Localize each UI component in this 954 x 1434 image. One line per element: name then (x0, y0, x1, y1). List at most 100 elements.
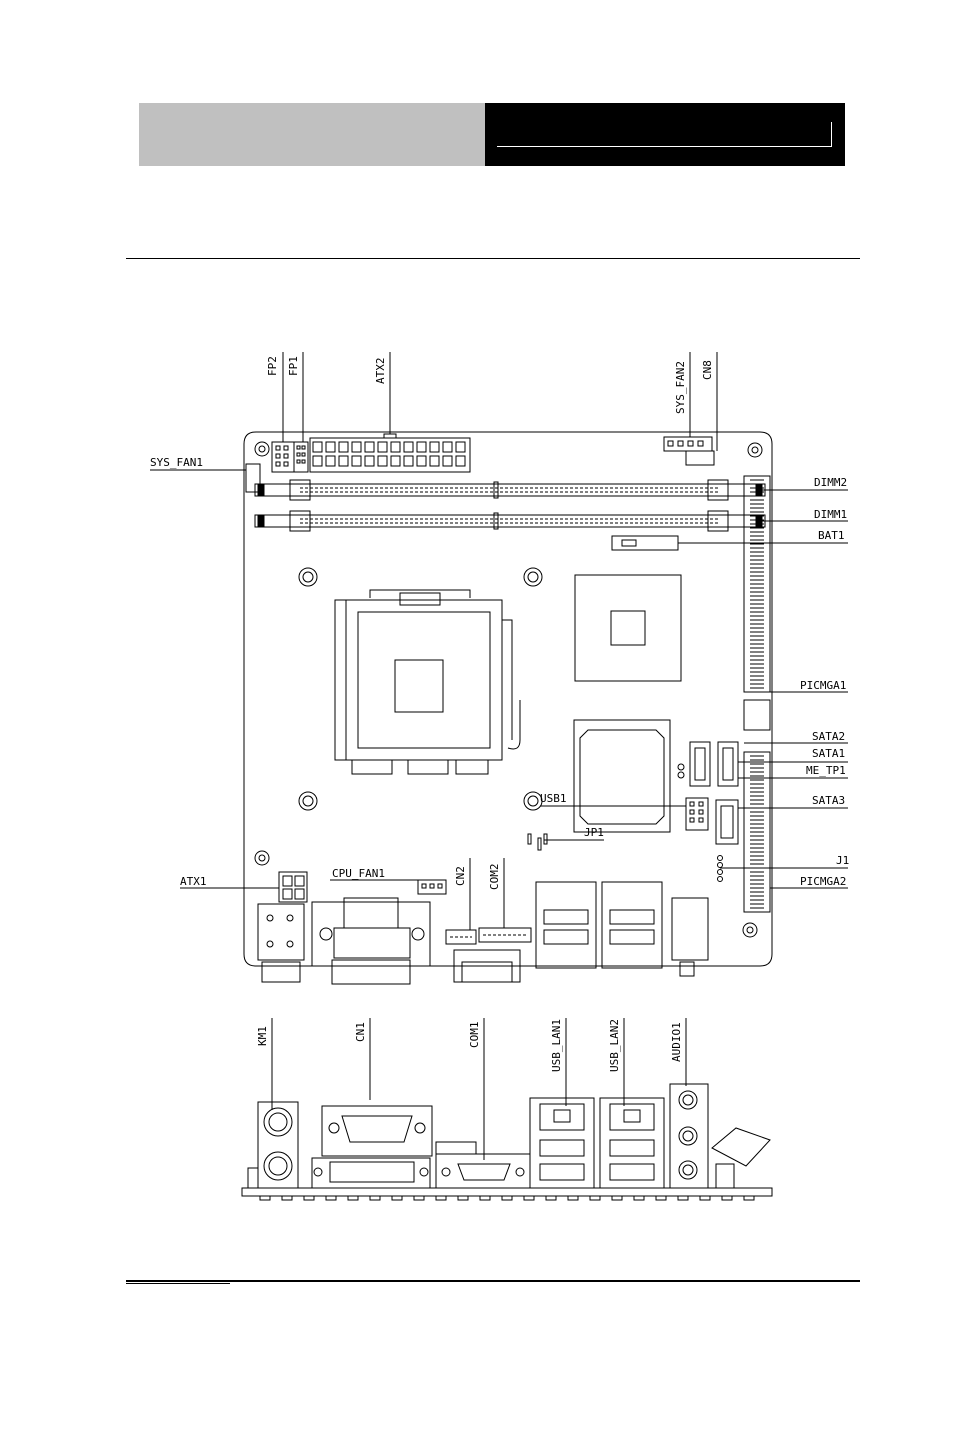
label-sata3: SATA3 (812, 794, 845, 807)
atx2-pin (403, 455, 414, 467)
label-fp2: FP2 (266, 356, 279, 376)
cn1-top (311, 897, 431, 985)
atx2-pin (338, 455, 349, 467)
label-sys-fan1: SYS_FAN1 (150, 456, 203, 469)
label-cpu-fan1: CPU_FAN1 (332, 867, 385, 880)
rear-panel-bump (589, 1195, 601, 1201)
picmg-gap-block (743, 699, 771, 731)
label-cn2: CN2 (454, 866, 467, 886)
rear-panel-bump (655, 1195, 667, 1201)
sys-fan2-connector (663, 436, 715, 466)
rear-panel-bump (545, 1195, 557, 1201)
audio1-top (671, 897, 709, 977)
header-underline (497, 146, 832, 147)
rear-io-panel (241, 1187, 773, 1201)
rear-panel-bump (413, 1195, 425, 1201)
dimm2-slot (254, 479, 766, 501)
label-jp1: JP1 (584, 826, 604, 839)
km1-top (257, 903, 305, 983)
rear-panel-bump (743, 1195, 755, 1201)
south-bridge-chip (573, 719, 671, 833)
header-gray-bar (139, 103, 485, 166)
rear-panel-bump (281, 1195, 293, 1201)
usb-lan1-ports (529, 1097, 595, 1189)
rear-panel-bump (677, 1195, 689, 1201)
label-usb-lan1: USB_LAN1 (550, 1019, 563, 1072)
rear-panel-bump (259, 1195, 271, 1201)
label-cn1: CN1 (354, 1022, 367, 1042)
sys-fan1-connector (245, 463, 261, 493)
km1-ps2-ports (247, 1101, 299, 1189)
cn2-header (445, 929, 477, 945)
label-atx2: ATX2 (374, 358, 387, 385)
usb-lan2-ports (599, 1097, 665, 1189)
rear-panel-bump (611, 1195, 623, 1201)
label-cn8: CN8 (701, 360, 714, 380)
atx2-pin (442, 455, 453, 467)
label-km1: KM1 (256, 1026, 269, 1046)
audio1-jacks (669, 1083, 771, 1189)
com1-db9-port (435, 1141, 531, 1189)
rear-panel-bump (633, 1195, 645, 1201)
cpu-fan1-connector (417, 879, 447, 895)
sata-connectors (677, 741, 739, 845)
north-bridge-chip (574, 574, 682, 682)
rear-panel-bump (303, 1195, 315, 1201)
rear-panel-bump (523, 1195, 535, 1201)
rear-panel-bump (457, 1195, 469, 1201)
rear-panel-bump (479, 1195, 491, 1201)
mounting-holes (254, 441, 763, 938)
rear-panel-bump (501, 1195, 513, 1201)
rear-panel-bump (567, 1195, 579, 1201)
picmga1-connector (743, 475, 771, 693)
dimm1-slot (254, 510, 766, 532)
jp1-jumper (527, 833, 548, 851)
rear-panel-bump (347, 1195, 359, 1201)
atx2-pin (338, 441, 349, 453)
atx1-connector (278, 871, 308, 903)
rear-panel-bump (391, 1195, 403, 1201)
leader-lines (150, 352, 848, 1160)
label-sata2: SATA2 (812, 730, 845, 743)
rear-panel-bump (369, 1195, 381, 1201)
atx2-pin (390, 455, 401, 467)
component-labels: FP2 FP1 ATX2 SYS_FAN2 CN8 SYS_FAN1 DIMM2… (150, 356, 849, 1072)
label-sata1: SATA1 (812, 747, 845, 760)
rear-panel-bump (721, 1195, 733, 1201)
label-fp1: FP1 (287, 356, 300, 376)
label-dimm2: DIMM2 (814, 476, 847, 489)
header-black-bar (485, 103, 845, 166)
top-rule (126, 258, 860, 259)
atx2-pin (377, 455, 388, 467)
atx2-pin (429, 441, 440, 453)
atx2-pin (455, 455, 466, 467)
atx2-pin (325, 455, 336, 467)
atx2-pin (442, 441, 453, 453)
picmga2-connector (743, 751, 771, 913)
atx2-pin (455, 441, 466, 453)
atx2-pin (325, 441, 336, 453)
atx2-pin (377, 441, 388, 453)
label-usb1: USB1 (540, 792, 567, 805)
atx2-pin (429, 455, 440, 467)
label-audio1: AUDIO1 (670, 1022, 683, 1062)
atx2-pin (312, 455, 323, 467)
label-usb-lan2: USB_LAN2 (608, 1019, 621, 1072)
atx2-pin (416, 455, 427, 467)
rear-panel-bump (435, 1195, 447, 1201)
board-outline (243, 431, 773, 967)
label-com1: COM1 (468, 1022, 481, 1049)
bottom-rule-accent (126, 1283, 230, 1284)
com2-header (478, 927, 532, 943)
atx2-pin (312, 441, 323, 453)
label-picmga2: PICMGA2 (800, 875, 846, 888)
label-bat1: BAT1 (818, 529, 845, 542)
rear-panel-bump (325, 1195, 337, 1201)
atx2-pin (416, 441, 427, 453)
bat1-battery (611, 535, 679, 551)
bottom-rule (126, 1280, 860, 1282)
label-dimm1: DIMM1 (814, 508, 847, 521)
cn1-vga-dvi-ports (311, 1105, 433, 1189)
usb-lan2-top (601, 881, 663, 969)
atx2-pin (403, 441, 414, 453)
